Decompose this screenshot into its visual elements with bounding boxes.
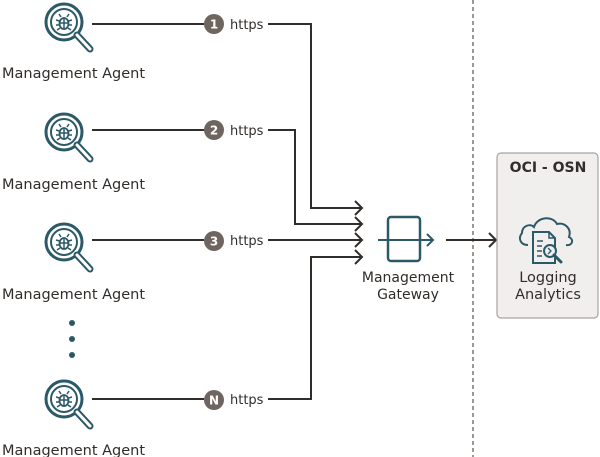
- bug-magnifier-icon: [46, 224, 90, 269]
- arrow-head-icon: [488, 232, 498, 248]
- gateway-label-line1: Management: [362, 270, 455, 286]
- badge-circle: [204, 231, 224, 251]
- bug-magnifier-icon: [46, 114, 90, 159]
- service-label-line1: Logging: [519, 270, 577, 286]
- protocol-label: https: [230, 234, 264, 249]
- badge-number: 1: [210, 18, 218, 32]
- protocol-label: https: [230, 124, 264, 139]
- agent-node-2: Management Agent: [2, 114, 145, 193]
- agent-node-3: Management Agent: [2, 224, 145, 303]
- osn-title: OCI - OSN: [510, 160, 587, 176]
- vertical-ellipsis-icon: [69, 320, 75, 358]
- agent-label: Management Agent: [2, 287, 145, 303]
- agent-node-n: Management Agent: [2, 381, 145, 457]
- oci-osn-container: OCI - OSN Logging Analytics: [496, 152, 599, 319]
- badge-circle: [204, 120, 224, 140]
- bug-magnifier-icon: [46, 381, 90, 426]
- connector-line: [268, 256, 362, 400]
- protocol-label: https: [230, 393, 264, 408]
- management-gateway-node: Management Gateway: [362, 215, 455, 303]
- gateway-icon: [378, 215, 435, 263]
- arrow-head-icon: [354, 200, 364, 216]
- badge-number: 3: [210, 235, 218, 249]
- agent-node-1: Management Agent: [2, 4, 145, 82]
- agent-label: Management Agent: [2, 66, 145, 82]
- cloud-document-search-icon: [519, 217, 574, 264]
- connector-line: [268, 23, 362, 209]
- connector-line: [268, 129, 362, 225]
- gateway-label-line2: Gateway: [377, 287, 439, 303]
- agent-label: Management Agent: [2, 443, 145, 457]
- badge-number: N: [209, 394, 219, 408]
- service-label-line2: Analytics: [515, 287, 581, 303]
- bug-magnifier-icon: [46, 4, 90, 49]
- arrow-head-icon: [354, 216, 364, 232]
- arrow-head-icon: [354, 232, 364, 248]
- arrow-head-icon: [354, 249, 364, 265]
- badge-circle: [204, 14, 224, 34]
- badge-number: 2: [210, 124, 218, 138]
- badge-circle: [204, 390, 224, 410]
- protocol-label: https: [230, 18, 264, 33]
- agent-label: Management Agent: [2, 177, 145, 193]
